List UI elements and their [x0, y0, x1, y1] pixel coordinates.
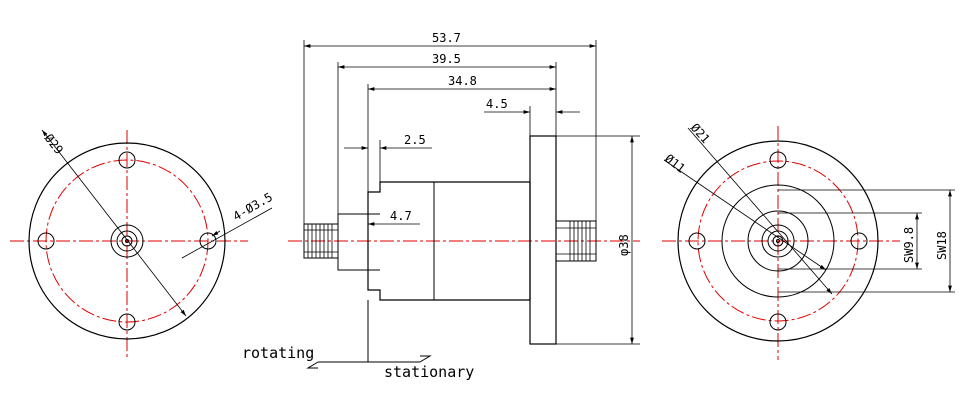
right-hole-left — [688, 232, 706, 250]
left-diameter-leader — [41, 129, 187, 317]
stator-flange — [529, 135, 557, 345]
stationary-arrowhead — [419, 355, 432, 363]
right-sma-connector — [555, 220, 597, 262]
dim-hex-small: SW9.8 — [902, 227, 916, 263]
side-view: 53.7 39.5 34.8 4.5 2.5 4.7 φ38 rotating … — [242, 31, 640, 381]
dim-length-2: 39.5 — [432, 52, 461, 66]
right-bolt-circle-leader — [687, 127, 833, 295]
dim-length-3: 34.8 — [448, 74, 477, 88]
right-inner-leader — [663, 159, 827, 271]
sw-extension-lines — [778, 189, 955, 293]
right-hex-circle — [747, 210, 809, 272]
right-hole-right — [850, 232, 868, 250]
extension-lines — [303, 40, 640, 345]
dim-flange-diameter: φ38 — [617, 234, 631, 256]
left-thread-lines — [304, 224, 338, 258]
right-outer-circle — [677, 140, 879, 342]
left-end-view: Ø29 4-Ø3.5 — [10, 129, 275, 360]
left-holes-arrow — [211, 230, 221, 237]
dim-overall-length: 53.7 — [432, 31, 461, 45]
right-thread-lines — [556, 221, 596, 261]
dim-shoulder: 2.5 — [404, 133, 426, 147]
dim-hex-large: SW18 — [935, 231, 949, 260]
dim-offset: 4.7 — [390, 209, 412, 223]
right-end-view: SW9.8 SW18 Ø21 Ø11 — [662, 121, 955, 360]
right-inner-label: Ø11 — [662, 151, 688, 175]
rotating-arrowhead — [306, 361, 319, 369]
left-hole-right — [199, 232, 217, 250]
right-bolt-circle-label: Ø21 — [688, 121, 713, 146]
stationary-label: stationary — [384, 363, 474, 381]
left-bolt-circle-label: Ø29 — [42, 131, 66, 157]
rotating-label: rotating — [242, 344, 314, 362]
dim-flange-thickness: 4.5 — [486, 97, 508, 111]
left-hex-nut — [337, 213, 369, 271]
right-connector-mid — [767, 230, 789, 252]
left-holes-leader — [181, 207, 273, 259]
right-connector-pin — [776, 239, 780, 243]
right-boss-circle — [721, 184, 835, 298]
right-connector-outer — [761, 224, 795, 258]
right-hole-bottom — [769, 313, 787, 331]
right-hole-top — [769, 151, 787, 169]
right-bolt-circle — [697, 160, 859, 322]
